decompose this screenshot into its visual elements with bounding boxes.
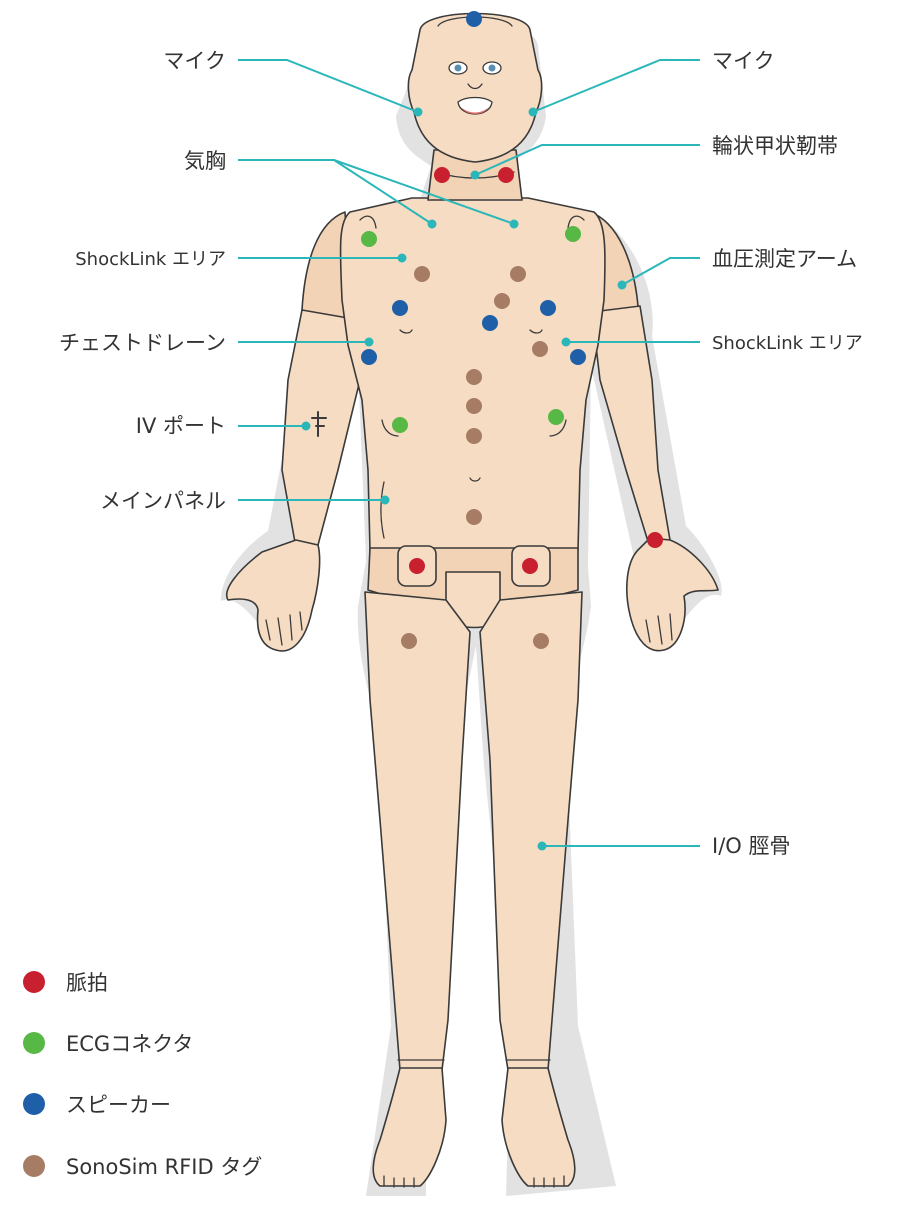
legend-label-speaker: スピーカー [66, 1093, 171, 1117]
pulse-marker [647, 532, 663, 548]
speaker-marker [392, 300, 408, 316]
legend-swatch-speaker [23, 1093, 45, 1115]
label-bp-arm: 血圧測定アーム [712, 247, 857, 271]
sonosim-marker [466, 398, 482, 414]
ecg-marker [548, 409, 564, 425]
legend-swatch-sonosim [23, 1155, 45, 1177]
speaker-marker [466, 11, 482, 27]
sonosim-marker [466, 369, 482, 385]
legend-swatch-ecg [23, 1032, 45, 1054]
left-leg [365, 592, 470, 1070]
ecg-marker [565, 226, 581, 242]
label-pneumothorax: 気胸 [184, 149, 226, 173]
speaker-marker [361, 349, 377, 365]
label-mic-right: マイク [712, 49, 775, 73]
sonosim-marker [532, 341, 548, 357]
legend-label-sonosim: SonoSim RFID タグ [66, 1155, 262, 1179]
label-mic-left: マイク [163, 49, 226, 73]
pulse-marker [498, 167, 514, 183]
label-shocklink-left: ShockLink エリア [75, 249, 226, 270]
sonosim-marker [466, 428, 482, 444]
sonosim-marker [401, 633, 417, 649]
pulse-marker [434, 167, 450, 183]
sonosim-marker [533, 633, 549, 649]
ecg-marker [361, 231, 377, 247]
speaker-marker [540, 300, 556, 316]
speaker-marker [482, 315, 498, 331]
sonosim-marker [510, 266, 526, 282]
label-iv-port: IV ポート [136, 414, 226, 438]
label-main-panel: メインパネル [100, 489, 226, 513]
sonosim-marker [466, 509, 482, 525]
legend-swatch-pulse [23, 971, 45, 993]
label-io-tibia: I/O 脛骨 [712, 834, 790, 858]
head [408, 14, 541, 163]
sonosim-marker [494, 293, 510, 309]
sonosim-marker [414, 266, 430, 282]
ecg-marker [392, 417, 408, 433]
legend: 脈拍 ECGコネクタ スピーカー SonoSim RFID タグ [23, 971, 262, 1179]
speaker-marker [570, 349, 586, 365]
legend-label-ecg: ECGコネクタ [66, 1032, 193, 1056]
legend-label-pulse: 脈拍 [66, 971, 108, 995]
label-chest-drain: チェストドレーン [59, 331, 226, 355]
manikin-figure [221, 14, 722, 1197]
label-shocklink-right: ShockLink エリア [712, 333, 863, 354]
label-cricothyroid: 輪状甲状靭帯 [712, 134, 838, 158]
pulse-marker [522, 558, 538, 574]
pulse-marker [409, 558, 425, 574]
